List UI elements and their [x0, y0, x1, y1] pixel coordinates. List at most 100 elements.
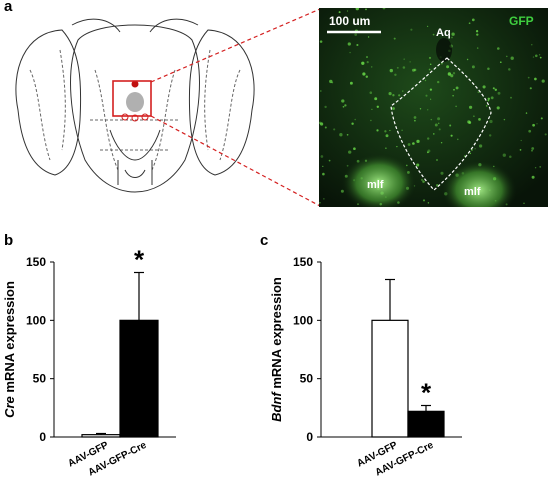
gfp-cell: [392, 107, 395, 110]
gfp-cell: [348, 150, 352, 154]
gfp-cell: [540, 117, 543, 120]
gfp-cell: [449, 124, 452, 127]
gfp-cell: [402, 66, 406, 69]
gfp-cell: [366, 61, 369, 64]
gfp-cell: [499, 61, 502, 64]
zoom-box: [112, 80, 152, 117]
gfp-cell: [487, 67, 490, 71]
gfp-cell: [422, 199, 426, 202]
gfp-cell: [385, 134, 389, 138]
gfp-cell: [538, 54, 541, 56]
gfp-cell: [535, 54, 538, 58]
gfp-cell: [361, 61, 365, 65]
gfp-cell: [433, 133, 435, 135]
gfp-cell: [396, 145, 398, 148]
gfp-cell: [468, 22, 471, 25]
gfp-cell: [489, 119, 493, 124]
gfp-cell: [339, 133, 343, 137]
gfp-cell: [427, 151, 429, 154]
gfp-cell: [365, 75, 369, 78]
gfp-cell: [534, 77, 537, 81]
gfp-cell: [329, 79, 333, 84]
gfp-cell: [455, 86, 459, 90]
gfp-cell: [409, 61, 411, 63]
gfp-cell: [471, 65, 475, 69]
gfp-cell: [371, 108, 373, 111]
gfp-cell: [436, 159, 438, 161]
bar-aav-gfp: [81, 434, 121, 438]
aq-label: Aq: [436, 27, 451, 39]
y-axis-label: Cre mRNA expression: [2, 281, 17, 418]
y-axis-label-gene: Bdnf: [269, 391, 284, 422]
y-tick-label: 0: [39, 430, 46, 444]
gfp-cell: [349, 81, 353, 85]
gfp-cell: [437, 117, 441, 121]
gfp-cell: [457, 138, 459, 141]
gfp-cell: [426, 25, 429, 28]
bar-aav-gfp: [371, 319, 409, 438]
y-axis-label-text: mRNA expression: [269, 277, 284, 392]
gfp-cell: [429, 88, 433, 91]
gfp-cell: [450, 74, 454, 78]
gfp-cell: [440, 171, 444, 175]
gfp-cell: [323, 198, 325, 200]
gfp-cell: [469, 105, 473, 109]
gfp-cell: [487, 97, 491, 101]
gfp-cell: [333, 128, 336, 131]
gfp-cell: [466, 58, 469, 61]
gfp-cell: [427, 202, 430, 204]
gfp-cell: [370, 119, 372, 122]
gfp-cell: [485, 105, 488, 107]
gfp-cell: [322, 165, 324, 168]
gfp-cell: [362, 72, 366, 76]
gfp-cell: [385, 147, 387, 149]
mlf-left-label: mlf: [367, 179, 384, 191]
gfp-cell: [414, 119, 416, 122]
gfp-cell: [428, 56, 432, 59]
gfp-cell: [389, 129, 391, 132]
target-region: [126, 92, 144, 112]
gfp-cell: [471, 18, 475, 22]
gfp-cell: [328, 159, 331, 162]
gfp-cell: [419, 108, 422, 110]
gfp-cell: [349, 51, 351, 54]
gfp-cell: [393, 37, 396, 40]
gfp-cell: [344, 104, 347, 107]
y-tick-label: 100: [26, 313, 46, 327]
gfp-cell: [539, 166, 542, 168]
gfp-cell: [475, 30, 479, 33]
gfp-cell: [322, 172, 325, 176]
mlf-right-glow: [441, 160, 517, 207]
gfp-cell: [494, 88, 497, 92]
gfp-cell: [490, 96, 494, 100]
y-axis-label-gene: Cre: [2, 396, 17, 418]
gfp-cell: [520, 139, 522, 142]
gfp-cell: [382, 8, 386, 10]
gfp-cell: [416, 139, 420, 144]
gfp-cell: [488, 134, 492, 137]
gfp-cell: [392, 94, 395, 97]
gfp-cell: [531, 147, 535, 150]
gfp-cell: [425, 94, 428, 97]
gfp-cell: [432, 33, 435, 36]
gfp-cell: [367, 36, 370, 38]
gfp-cell: [529, 87, 532, 90]
gfp-cell: [407, 143, 411, 146]
gfp-cell: [354, 118, 356, 121]
gfp-cell: [374, 97, 378, 101]
gfp-cell: [320, 122, 324, 126]
gfp-cell: [351, 122, 354, 125]
gfp-cell: [528, 129, 532, 133]
gfp-cell: [478, 144, 483, 148]
gfp-cell: [497, 91, 501, 95]
gfp-cell: [429, 63, 432, 66]
gfp-cell: [536, 123, 538, 125]
gfp-cell: [384, 130, 387, 133]
bar-aav-gfp-cre: [119, 319, 159, 438]
gfp-cell: [428, 68, 431, 71]
gfp-cell: [525, 112, 528, 114]
aqueduct-marker: [131, 80, 139, 88]
gfp-cell: [476, 47, 479, 49]
